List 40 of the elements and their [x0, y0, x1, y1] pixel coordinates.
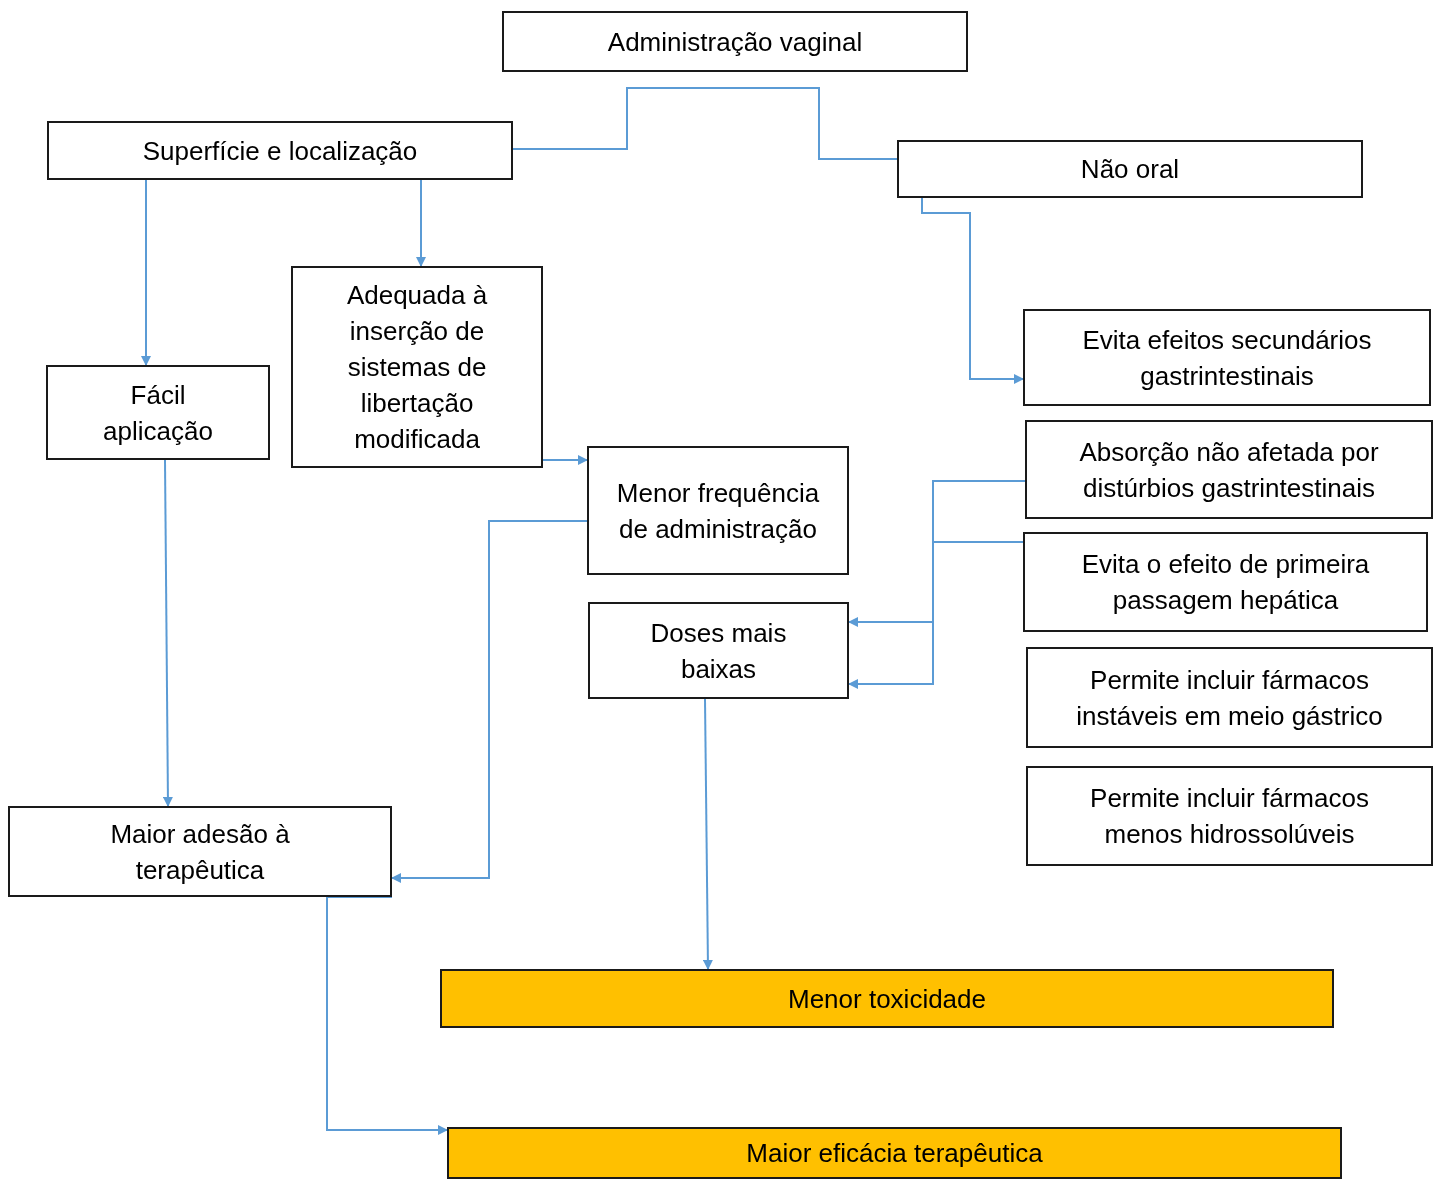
connector-arrow	[416, 179, 426, 267]
process-box	[1025, 420, 1433, 519]
box-text: Fácil aplicação	[102, 378, 214, 448]
process-box	[1026, 766, 1433, 866]
box-text: Adequada à inserção de sistemas de libertação modificada	[345, 279, 489, 456]
process-box	[897, 140, 1363, 198]
connector-arrow	[848, 541, 1024, 689]
outcome-box	[440, 969, 1334, 1028]
box-text: Superfície e localização	[142, 134, 418, 168]
box-text: Menor frequência de administração	[615, 476, 821, 546]
process-box	[1023, 532, 1428, 632]
box-text: Não oral	[1080, 153, 1180, 186]
connector-arrow	[391, 520, 588, 883]
box-text: Permite incluir fármacos menos hidrossolúveis	[1089, 782, 1370, 851]
box-text: Evita o efeito de primeira passagem hepática	[1080, 548, 1371, 617]
process-box	[587, 446, 849, 575]
connector-arrow	[326, 896, 448, 1135]
connector-arrow	[848, 480, 1026, 627]
box-text: Maior eficácia terapêutica	[746, 1137, 1043, 1170]
connector-arrow	[542, 455, 588, 465]
process-box	[46, 365, 270, 460]
box-text: Absorção não afetada por distúrbios gastrintestinais	[1078, 435, 1380, 505]
process-box	[47, 121, 513, 180]
box-text: Permite incluir fármacos instáveis em meio gástrico	[1075, 663, 1384, 733]
process-box	[8, 806, 392, 897]
process-box	[502, 11, 968, 72]
connector-arrow	[921, 197, 1024, 384]
connector-arrow	[702, 698, 713, 970]
connector-arrow	[141, 179, 151, 366]
box-text: Maior adesão à terapêutica	[109, 817, 291, 887]
process-box	[291, 266, 543, 468]
box-text: Administração vaginal	[607, 25, 863, 59]
connector-arrow	[162, 459, 173, 807]
process-box	[1026, 647, 1433, 748]
box-text: Menor toxicidade	[788, 982, 986, 1016]
process-box	[1023, 309, 1431, 406]
box-text: Evita efeitos secundários gastrintestinais	[1081, 323, 1373, 393]
process-box	[588, 602, 849, 699]
box-text: Doses mais baixas	[649, 616, 788, 686]
outcome-box	[447, 1127, 1342, 1179]
